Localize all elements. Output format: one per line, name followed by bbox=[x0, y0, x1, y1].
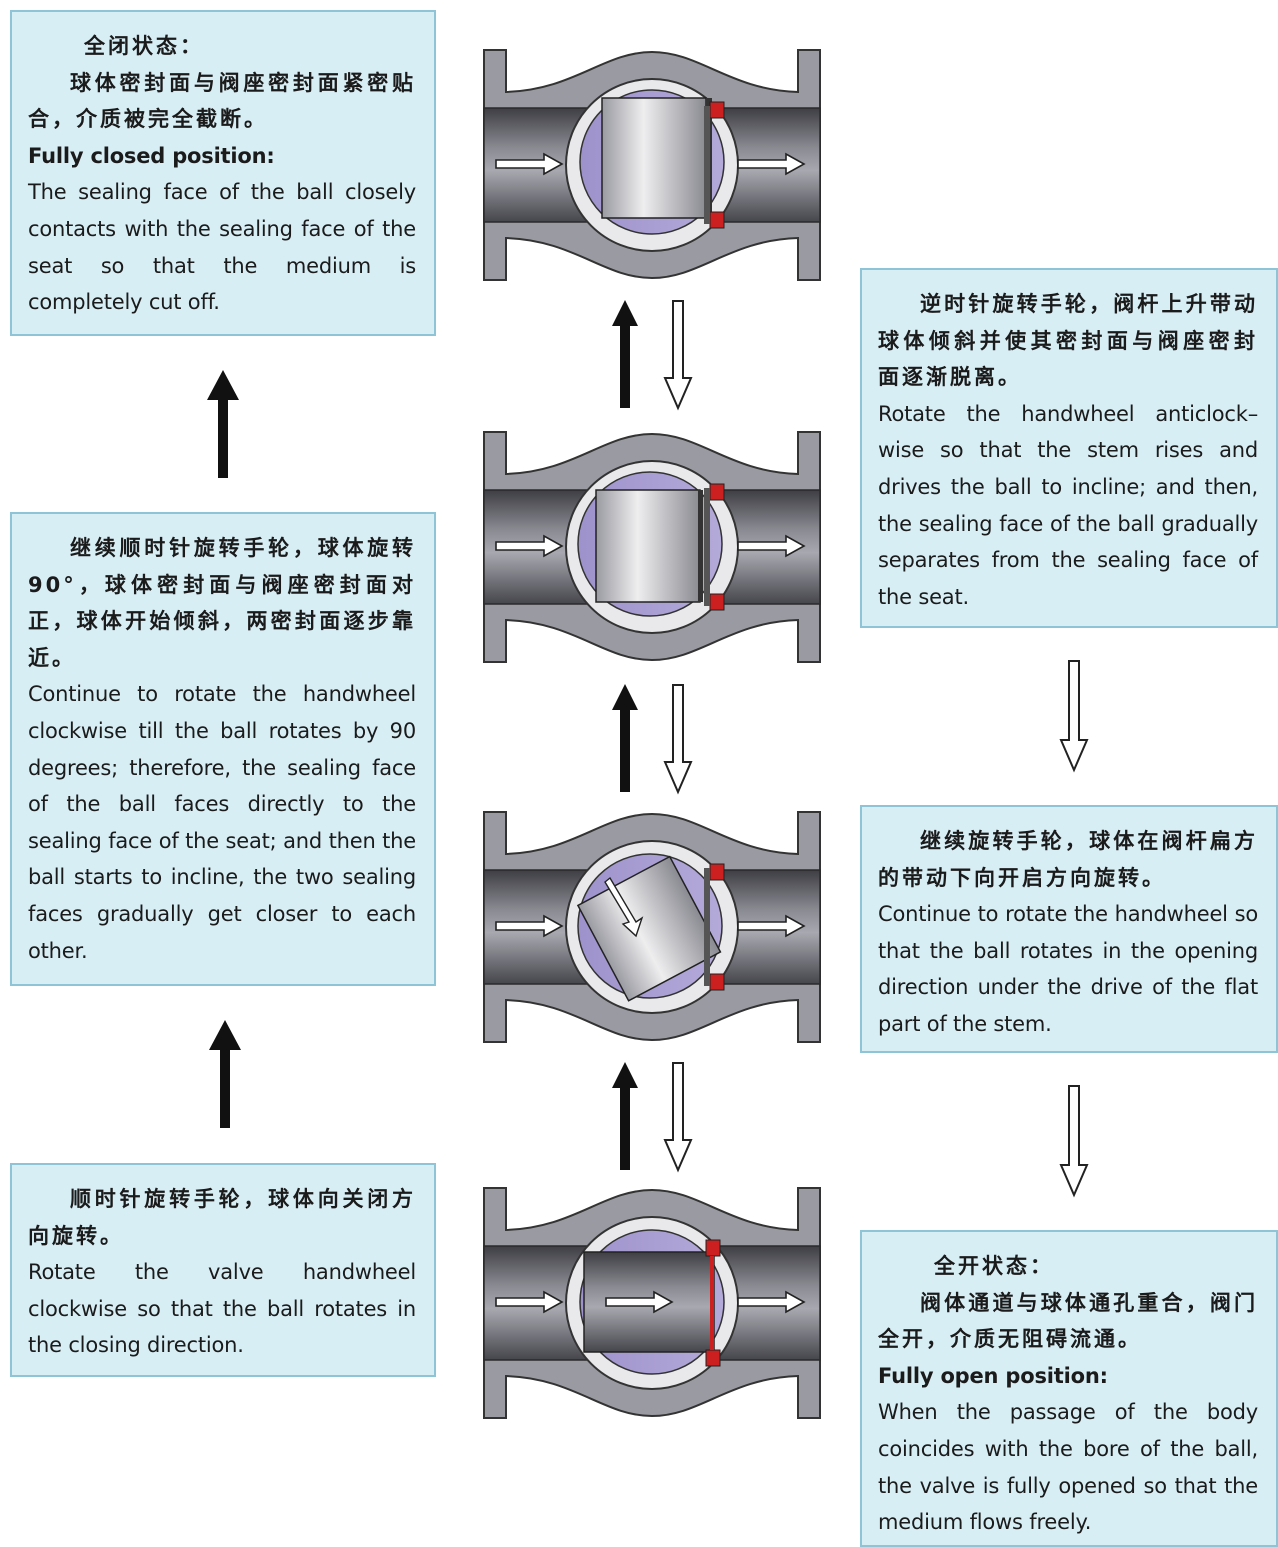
seat-face bbox=[710, 1256, 714, 1350]
center-down-arrow-3 bbox=[663, 1062, 693, 1173]
open-en-text: When the passage of the body coincides w… bbox=[878, 1400, 1258, 1535]
seat-face bbox=[704, 868, 710, 986]
inlet-flow-arrow bbox=[495, 152, 564, 176]
seat-ring-top bbox=[709, 483, 725, 501]
right-down-arrow-2 bbox=[1059, 1085, 1089, 1198]
left-up-arrow-2 bbox=[209, 1020, 241, 1128]
ball-flow-arrow bbox=[605, 1290, 674, 1314]
rotation-arrow bbox=[604, 876, 644, 938]
seat-ring-bottom bbox=[709, 593, 725, 611]
anticlock-en-text: Rotate the handwheel anticlock–wise so t… bbox=[878, 401, 1258, 609]
center-down-arrow-2 bbox=[663, 684, 693, 795]
open-en-title: Fully open position: bbox=[878, 1363, 1108, 1388]
right-down-arrow-1 bbox=[1059, 660, 1089, 773]
seat-ring-top bbox=[709, 101, 725, 119]
left-up-arrow-1 bbox=[207, 370, 239, 478]
outlet-flow-arrow bbox=[737, 1290, 806, 1314]
inlet-flow-arrow bbox=[495, 534, 564, 558]
seat-ring-bottom bbox=[709, 211, 725, 229]
center-up-arrow-2 bbox=[612, 684, 638, 792]
rotate90-en-text: Continue to rotate the handwheel clockwi… bbox=[28, 682, 416, 963]
rotate-anticlockwise-box: 逆时针旋转手轮，阀杆上升带动球体倾斜并使其密封面与阀座密封面逐渐脱离。 Rota… bbox=[860, 268, 1278, 628]
closed-zh-text: 球体密封面与阀座密封面紧密贴合，介质被完全截断。 bbox=[28, 70, 416, 132]
seat-ring-top bbox=[705, 1239, 721, 1257]
center-up-arrow-3 bbox=[612, 1062, 638, 1170]
continue-en-text: Continue to rotate the handwheel so that… bbox=[878, 902, 1258, 1036]
outlet-flow-arrow bbox=[737, 914, 806, 938]
outlet-flow-arrow bbox=[737, 152, 806, 176]
closed-en-title: Fully closed position: bbox=[28, 143, 275, 168]
seat-ring-bottom bbox=[705, 1349, 721, 1367]
ball-bore bbox=[601, 97, 707, 219]
clockwise-en-text: Rotate the valve handwheel clockwise so … bbox=[28, 1260, 416, 1358]
ball-seal-face bbox=[698, 490, 703, 602]
valve-aligned-diagram bbox=[483, 431, 821, 663]
seat-face bbox=[704, 106, 710, 224]
clockwise-zh-text: 顺时针旋转手轮，球体向关闭方向旋转。 bbox=[28, 1187, 416, 1248]
valve-closed-diagram bbox=[483, 49, 821, 281]
rotate90-zh-text: 继续顺时针旋转手轮，球体旋转90°，球体密封面与阀座密封面对正，球体开始倾斜，两… bbox=[28, 536, 416, 670]
ball-bore bbox=[595, 489, 701, 603]
center-up-arrow-1 bbox=[612, 300, 638, 408]
rotate-clockwise-box: 顺时针旋转手轮，球体向关闭方向旋转。 Rotate the valve hand… bbox=[10, 1163, 436, 1377]
continue-zh-text: 继续旋转手轮，球体在阀杆扁方的带动下向开启方向旋转。 bbox=[878, 829, 1258, 890]
inlet-flow-arrow bbox=[495, 914, 564, 938]
valve-rotating-diagram bbox=[483, 811, 821, 1043]
center-down-arrow-1 bbox=[663, 300, 693, 411]
closed-zh-title: 全闭状态： bbox=[84, 34, 204, 58]
fully-closed-box: 全闭状态： 球体密封面与阀座密封面紧密贴合，介质被完全截断。 Fully clo… bbox=[10, 10, 436, 336]
closed-en-text: The sealing face of the ball closely con… bbox=[28, 180, 416, 315]
rotate-90-box: 继续顺时针旋转手轮，球体旋转90°，球体密封面与阀座密封面对正，球体开始倾斜，两… bbox=[10, 512, 436, 986]
seat-ring-bottom bbox=[709, 973, 725, 991]
seat-face bbox=[704, 488, 710, 606]
outlet-flow-arrow bbox=[737, 534, 806, 558]
continue-rotate-box: 继续旋转手轮，球体在阀杆扁方的带动下向开启方向旋转。 Continue to r… bbox=[860, 805, 1278, 1053]
valve-open-diagram bbox=[483, 1187, 821, 1419]
fully-open-box: 全开状态： 阀体通道与球体通孔重合，阀门全开，介质无阻碍流通。 Fully op… bbox=[860, 1230, 1278, 1547]
open-zh-text: 阀体通道与球体通孔重合，阀门全开，介质无阻碍流通。 bbox=[878, 1290, 1258, 1352]
anticlock-zh-text: 逆时针旋转手轮，阀杆上升带动球体倾斜并使其密封面与阀座密封面逐渐脱离。 bbox=[878, 292, 1258, 390]
inlet-flow-arrow bbox=[495, 1290, 564, 1314]
seat-ring-top bbox=[709, 863, 725, 881]
open-zh-title: 全开状态： bbox=[934, 1254, 1054, 1278]
